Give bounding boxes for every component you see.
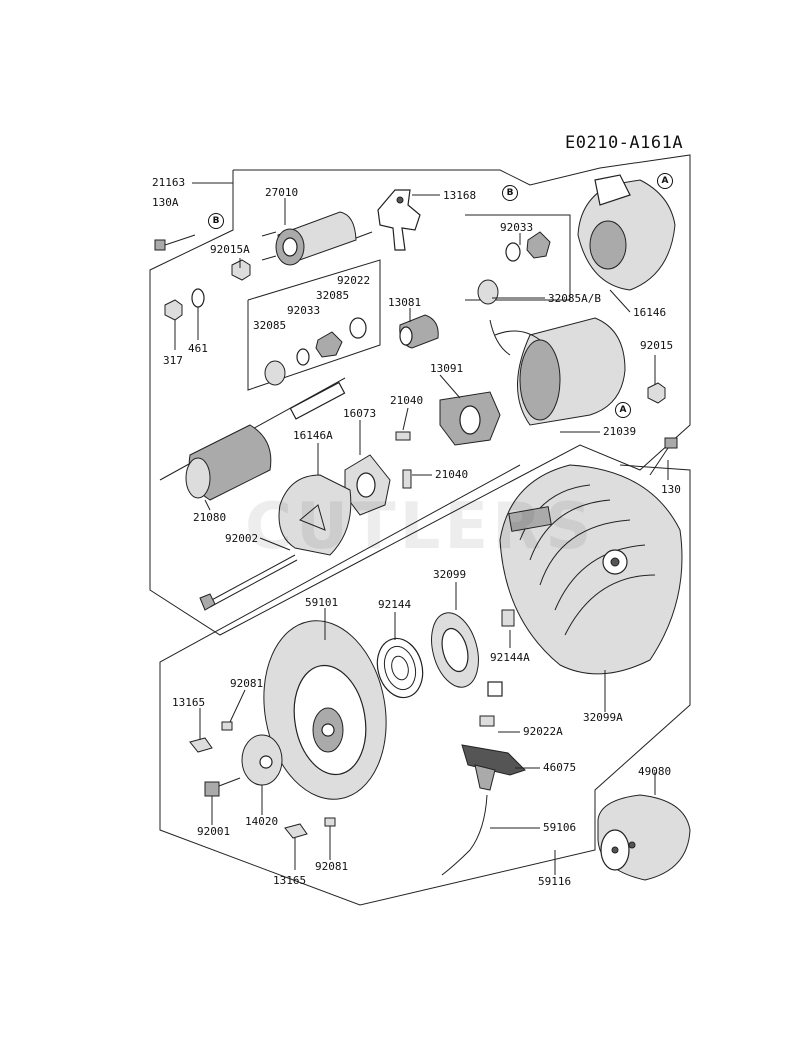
label-92022-top: 92022	[337, 274, 371, 287]
lower-group-outline	[159, 464, 691, 906]
label-13081: 13081	[388, 296, 422, 309]
ring-92033-mid[interactable]	[296, 348, 310, 366]
spring-92144a[interactable]	[501, 609, 515, 627]
clutch-32085-top[interactable]	[315, 331, 343, 358]
label-32085-top: 32085	[316, 289, 350, 302]
label-32085ab: 32085A/B	[548, 292, 601, 305]
label-461: 461	[188, 342, 208, 355]
shift-lever[interactable]	[377, 189, 421, 251]
label-21040-bot: 21040	[435, 468, 469, 481]
diagram-code: E0210-A161A	[565, 133, 684, 153]
recoil-handle[interactable]	[461, 744, 526, 791]
label-21040-top: 21040	[390, 394, 424, 407]
label-130a: 130A	[152, 196, 179, 209]
label-21080: 21080	[193, 511, 227, 524]
through-bolt[interactable]	[199, 554, 298, 611]
label-92015a: 92015A	[210, 243, 250, 256]
ref-marker-a-mid: A	[615, 402, 631, 418]
spring-21040-bot[interactable]	[402, 469, 412, 489]
starter-solenoid[interactable]	[261, 211, 373, 266]
recoil-spring[interactable]	[371, 633, 429, 702]
clutch-32085-mid[interactable]	[264, 360, 286, 386]
label-21039: 21039	[603, 425, 637, 438]
label-92033-top: 92033	[500, 221, 534, 234]
recoil-ring[interactable]	[424, 608, 486, 693]
clutch-32085ab-b[interactable]	[477, 279, 499, 305]
label-92081-top: 92081	[230, 677, 264, 690]
ref-marker-a-top: A	[657, 173, 673, 189]
label-21163: 21163	[152, 176, 186, 189]
ring-92022[interactable]	[349, 317, 367, 339]
pinion-gear[interactable]	[399, 314, 439, 349]
leader-lines	[174, 182, 669, 875]
bolt-130a[interactable]	[154, 234, 196, 251]
label-92033-mid: 92033	[287, 304, 321, 317]
label-13091: 13091	[430, 362, 464, 375]
ratchet-13165-top[interactable]	[189, 737, 213, 753]
label-32085-mid: 32085	[253, 319, 287, 332]
ratchet-13165-bot[interactable]	[284, 823, 308, 839]
watermark: CUTLERS	[245, 490, 596, 564]
label-92144: 92144	[378, 598, 412, 611]
starter-cup[interactable]	[597, 794, 691, 881]
friction-plate[interactable]	[241, 734, 283, 786]
label-16146a: 16146A	[293, 429, 333, 442]
label-16073: 16073	[343, 407, 377, 420]
brush-plate[interactable]	[344, 454, 391, 516]
washer-461[interactable]	[191, 288, 205, 308]
recoil-reel[interactable]	[250, 611, 399, 809]
label-13168: 13168	[443, 189, 477, 202]
nut-92015[interactable]	[647, 382, 666, 404]
rear-cover[interactable]	[278, 474, 352, 556]
label-130: 130	[661, 483, 681, 496]
label-27010: 27010	[265, 186, 299, 199]
label-59116: 59116	[538, 875, 572, 888]
recoil-cover[interactable]	[499, 464, 683, 675]
clutch-32085ab-a[interactable]	[526, 231, 551, 259]
label-92001: 92001	[197, 825, 231, 838]
label-46075: 46075	[543, 761, 577, 774]
bolt-92001[interactable]	[204, 777, 241, 797]
nut-317[interactable]	[164, 299, 183, 321]
brush-holder[interactable]	[439, 391, 501, 446]
label-13165-top: 13165	[172, 696, 206, 709]
label-92002: 92002	[225, 532, 259, 545]
label-13165-bot: 13165	[273, 874, 307, 887]
ref-marker-b-top: B	[502, 185, 518, 201]
label-317: 317	[163, 354, 183, 367]
label-49080: 49080	[638, 765, 672, 778]
label-92144a: 92144A	[490, 651, 530, 664]
label-59101: 59101	[305, 596, 339, 609]
label-92081-bot: 92081	[315, 860, 349, 873]
label-14020: 14020	[245, 815, 279, 828]
label-16146: 16146	[633, 306, 667, 319]
rope-grip-92022a[interactable]	[479, 681, 503, 727]
label-32099a: 32099A	[583, 711, 623, 724]
front-housing[interactable]	[577, 174, 676, 291]
ref-marker-b-left: B	[208, 213, 224, 229]
clutch-inner-outline	[465, 214, 571, 301]
spring-92081-top[interactable]	[221, 721, 233, 731]
ring-92033-top[interactable]	[505, 242, 521, 262]
armature[interactable]	[159, 377, 346, 501]
nut-92015a[interactable]	[231, 259, 251, 281]
label-32099: 32099	[433, 568, 467, 581]
bolt-130[interactable]	[649, 437, 678, 476]
label-59106: 59106	[543, 821, 577, 834]
yoke-assembly[interactable]	[489, 317, 626, 426]
spring-92081-bot[interactable]	[324, 817, 336, 827]
solenoid-inner-outline	[247, 259, 381, 391]
recoil-rope[interactable]	[441, 794, 488, 876]
label-92015: 92015	[640, 339, 674, 352]
label-92022a: 92022A	[523, 725, 563, 738]
spring-21040-top[interactable]	[395, 431, 411, 441]
